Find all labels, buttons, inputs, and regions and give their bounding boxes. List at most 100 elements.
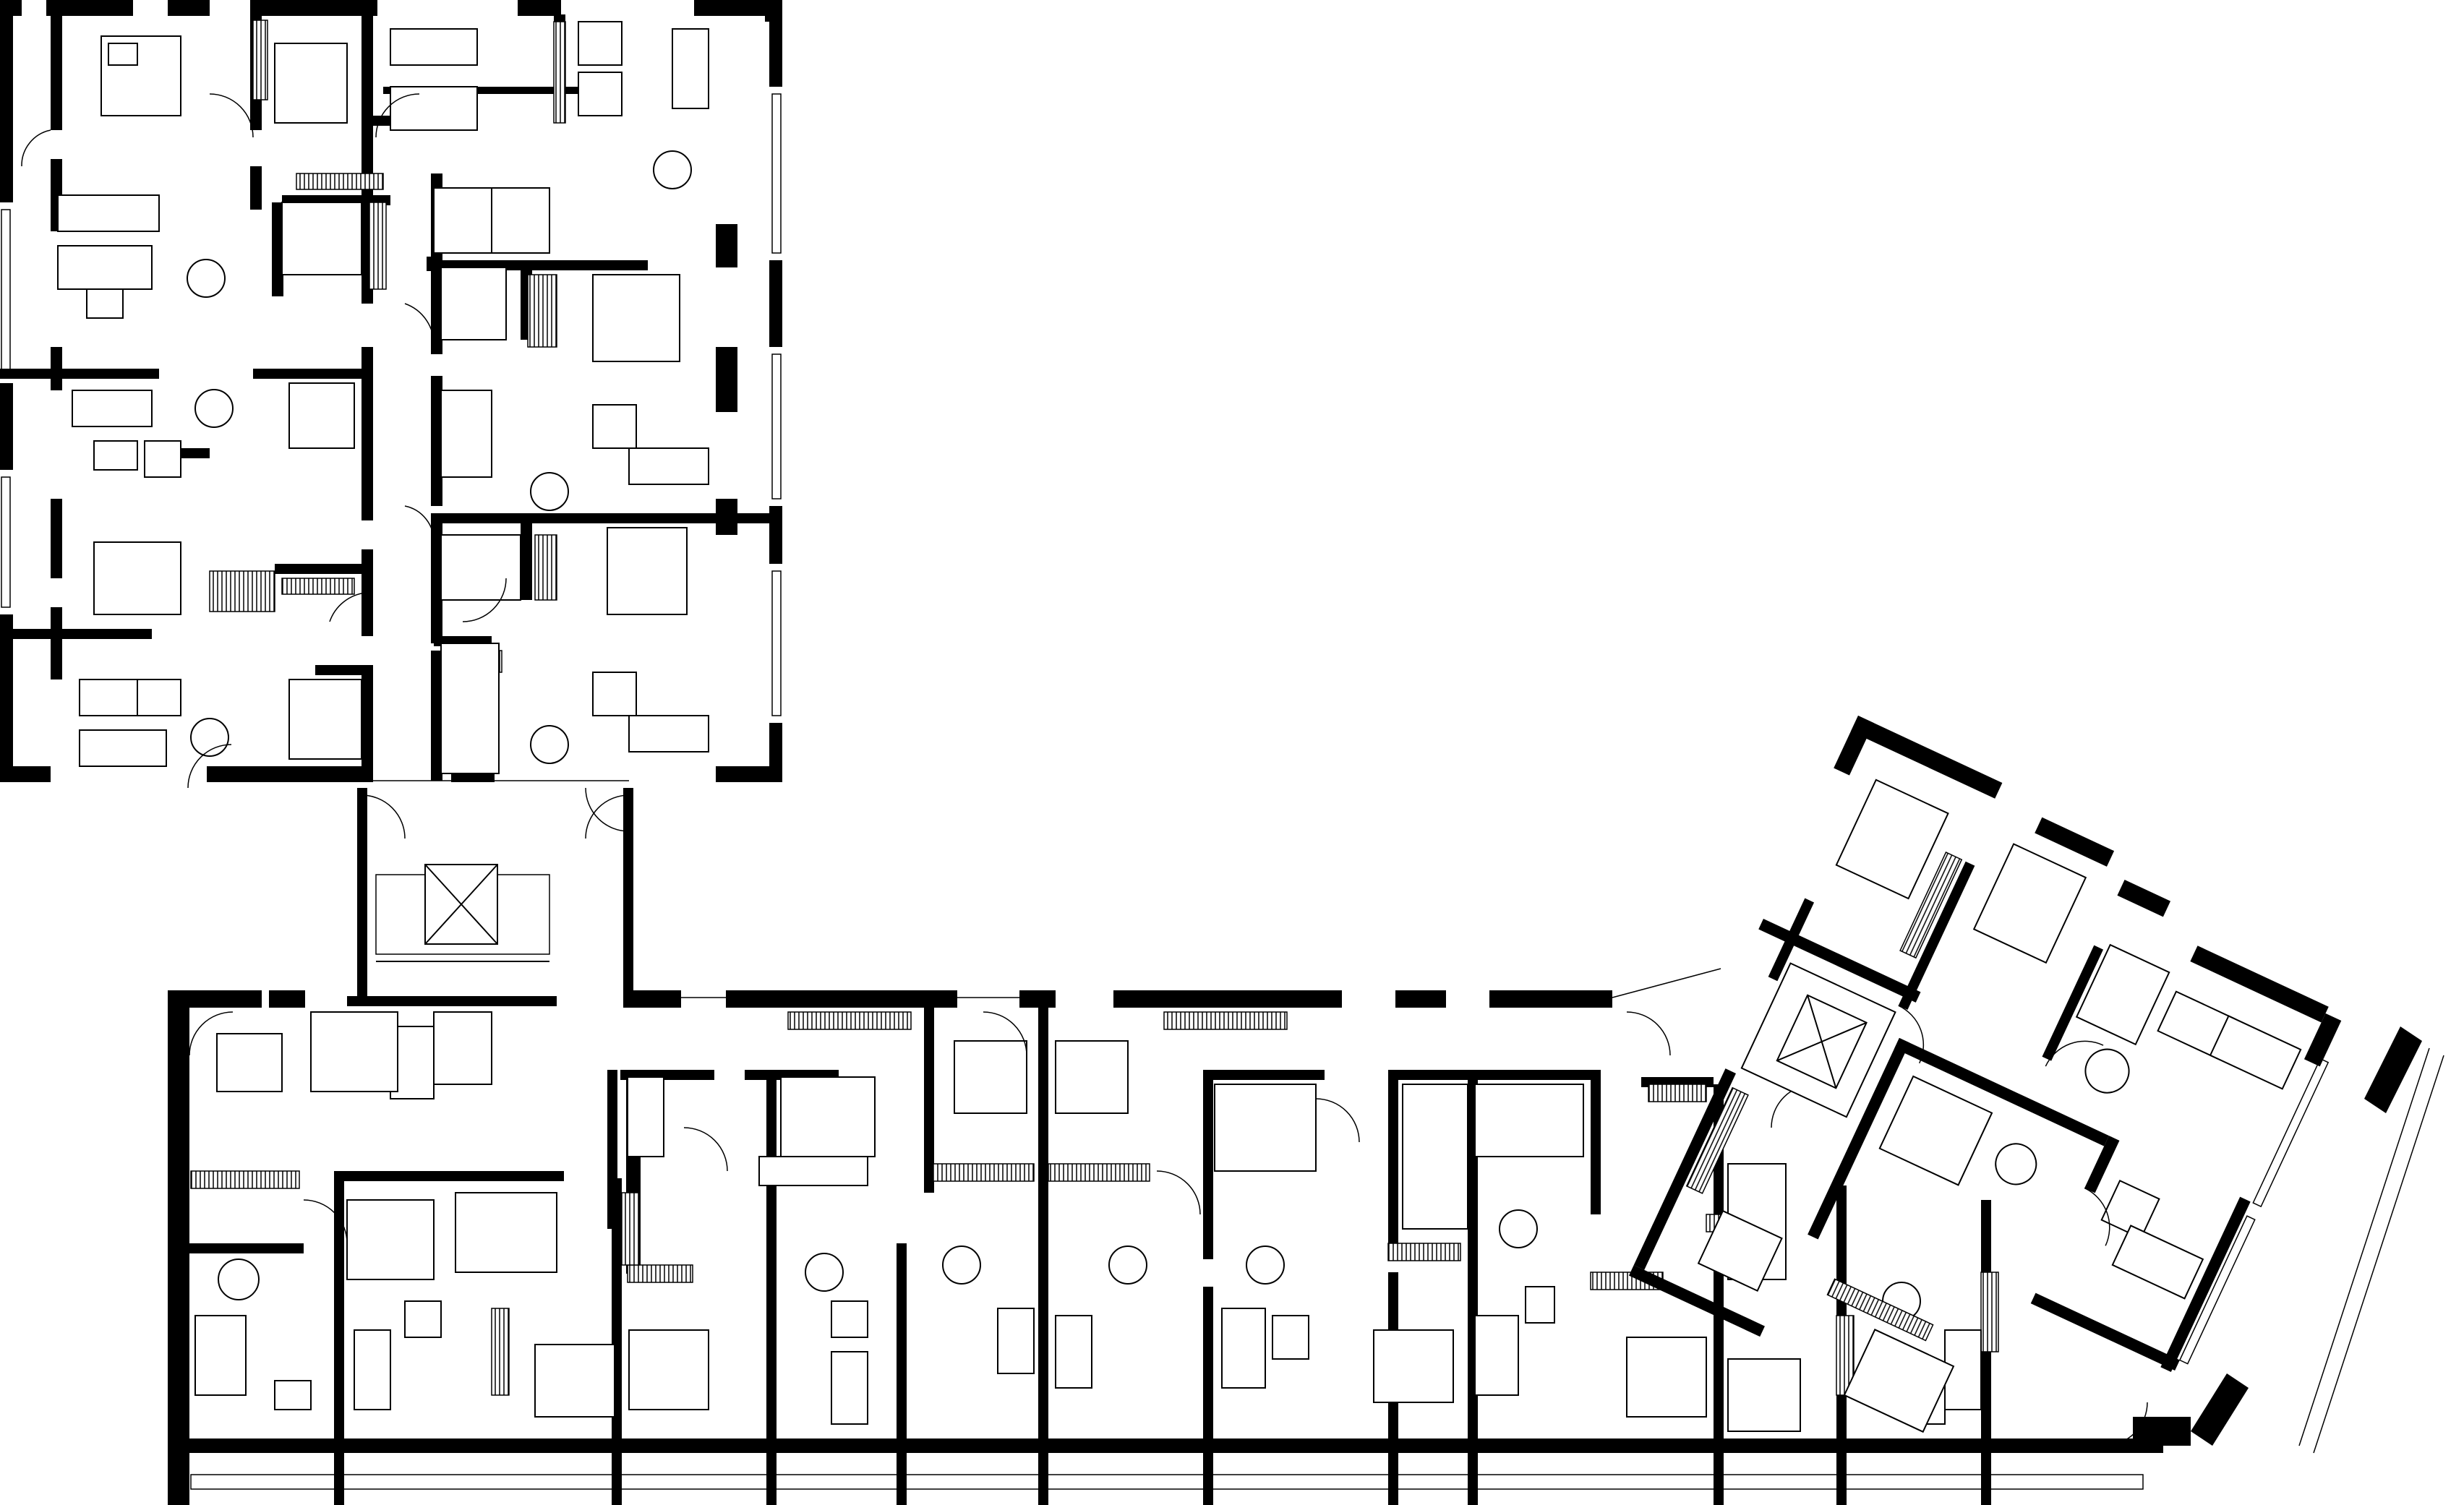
wall xyxy=(334,1171,344,1505)
wall xyxy=(0,383,13,470)
wall xyxy=(769,0,782,87)
radiator xyxy=(1387,1243,1461,1261)
wall xyxy=(1834,716,1874,776)
window xyxy=(771,570,782,716)
radiator xyxy=(1899,852,1963,959)
wall xyxy=(716,499,737,535)
radiator xyxy=(553,21,566,124)
window xyxy=(2178,1215,2256,1365)
radiator xyxy=(368,202,387,290)
wall xyxy=(431,651,442,781)
radiator xyxy=(1826,1278,1934,1342)
doors xyxy=(21,93,630,832)
radiator xyxy=(252,20,268,100)
wall xyxy=(716,347,737,412)
wall xyxy=(769,723,782,782)
window xyxy=(771,353,782,499)
wall xyxy=(2303,1013,2342,1067)
wall xyxy=(362,665,373,782)
wall xyxy=(46,0,133,16)
wall xyxy=(1203,1287,1213,1505)
wall xyxy=(0,614,13,782)
wall xyxy=(174,1243,304,1253)
wall xyxy=(1038,1005,1048,1505)
wall xyxy=(1714,1084,1724,1505)
wall xyxy=(2133,1417,2191,1446)
wall xyxy=(2084,1136,2120,1193)
wall xyxy=(716,766,782,782)
wall xyxy=(1388,1070,1398,1243)
north-block xyxy=(0,0,782,832)
wall xyxy=(2042,945,2104,1061)
wall xyxy=(1768,898,1815,982)
radiator xyxy=(1163,1011,1288,1030)
radiator xyxy=(190,1170,300,1189)
wall xyxy=(1894,1037,2109,1146)
wall xyxy=(207,766,370,782)
wall xyxy=(1395,990,1446,1008)
wall xyxy=(1591,1070,1601,1214)
wall xyxy=(1850,715,2003,799)
wall xyxy=(623,788,633,998)
radiator xyxy=(281,578,355,595)
window xyxy=(1,476,11,608)
wall xyxy=(168,1438,2163,1453)
wall xyxy=(2117,880,2171,917)
wall xyxy=(168,0,210,16)
wall xyxy=(716,224,737,267)
wall xyxy=(766,1258,777,1505)
wall xyxy=(612,1178,622,1505)
radiator xyxy=(296,173,384,190)
wall xyxy=(357,788,367,998)
wall xyxy=(1209,1070,1325,1080)
east-wing xyxy=(1628,715,2342,1433)
wall xyxy=(362,347,373,520)
radiator xyxy=(621,1192,640,1266)
radiator xyxy=(1648,1084,1707,1102)
wall xyxy=(431,520,442,643)
core-stairs xyxy=(357,788,633,998)
wall xyxy=(521,520,532,600)
wall xyxy=(362,549,373,636)
wall xyxy=(924,1005,934,1193)
wall xyxy=(1808,1037,1910,1240)
wall xyxy=(1203,1070,1213,1259)
radiator xyxy=(1685,1086,1749,1194)
wall xyxy=(1395,1070,1591,1080)
radiator xyxy=(209,570,275,612)
radiator xyxy=(932,1163,1035,1182)
wall xyxy=(2160,1196,2251,1372)
window xyxy=(1,209,11,377)
wall xyxy=(1628,1265,1765,1337)
wall xyxy=(1758,918,1921,1003)
south-block xyxy=(168,990,2163,1505)
wall xyxy=(1981,1200,1991,1505)
wall xyxy=(897,1243,907,1505)
radiator xyxy=(627,1264,693,1283)
wall xyxy=(0,0,13,202)
wall xyxy=(253,369,369,379)
wall xyxy=(262,0,377,16)
wall xyxy=(250,166,262,210)
wall xyxy=(1468,1070,1478,1505)
wall xyxy=(607,1070,617,1229)
wall xyxy=(0,369,159,379)
wall xyxy=(1898,861,1975,1011)
wall xyxy=(769,260,782,347)
wall xyxy=(431,513,781,523)
corridor xyxy=(364,780,1721,998)
wall xyxy=(623,990,681,1008)
wall xyxy=(1113,990,1342,1008)
furniture xyxy=(57,21,709,767)
window xyxy=(190,1474,2144,1490)
radiator xyxy=(1980,1272,1999,1352)
wall xyxy=(694,0,782,16)
radiator xyxy=(787,1011,912,1030)
radiator xyxy=(527,274,557,348)
window xyxy=(771,93,782,254)
wall xyxy=(272,202,283,296)
wall xyxy=(0,629,152,639)
wall xyxy=(1489,990,1612,1008)
wall xyxy=(1019,990,1056,1008)
